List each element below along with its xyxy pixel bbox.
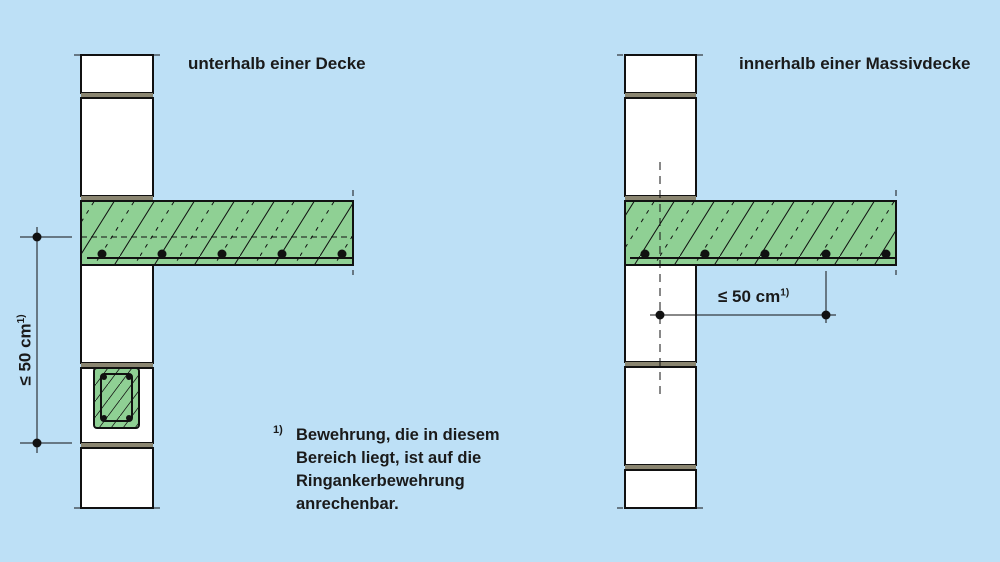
right-detail-title: innerhalb einer Massivdecke	[739, 54, 971, 73]
footnote-line: anrechenbar.	[296, 495, 399, 513]
right-dimension-line	[650, 162, 836, 398]
ring-anchor-beam	[93, 367, 140, 429]
left-dimension-label: ≤ 50 cm1)	[15, 314, 35, 386]
left-detail-title: unterhalb einer Decke	[188, 54, 366, 73]
left-wall	[74, 54, 162, 509]
footnote-line: Ringankerbewehrung	[296, 472, 465, 490]
footnote-text: Bewehrung, die in diesem Bereich liegt, …	[296, 424, 500, 516]
footnote-line: Bereich liegt, ist auf die	[296, 449, 482, 467]
left-slab	[80, 190, 354, 275]
footnote-line: Bewehrung, die in diesem	[296, 426, 500, 444]
footnote-marker: 1)	[273, 424, 283, 436]
right-wall	[617, 54, 707, 509]
right-slab	[624, 190, 897, 275]
right-dimension-label: ≤ 50 cm1)	[718, 287, 790, 306]
left-dimension-line	[20, 227, 72, 453]
